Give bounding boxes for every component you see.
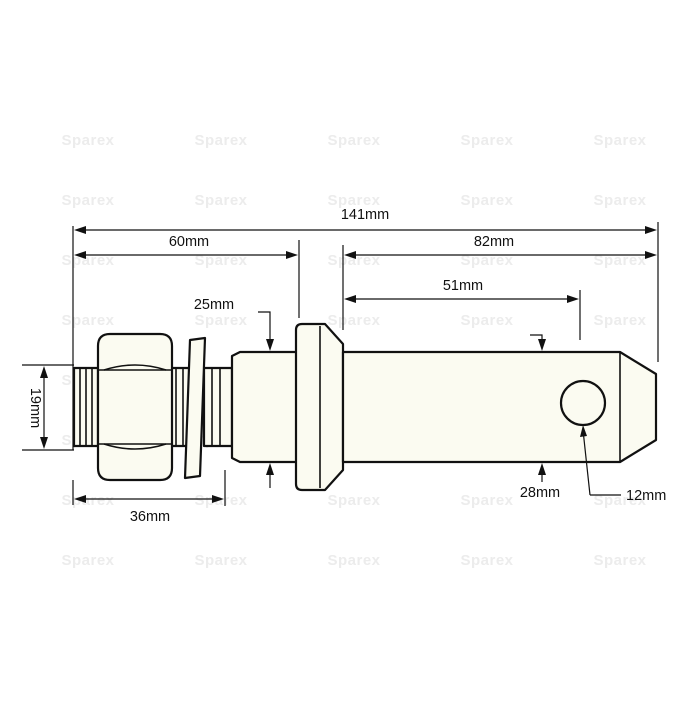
watermark-text: Sparex <box>327 132 380 149</box>
cross-hole <box>559 379 607 427</box>
watermark-text: Sparex <box>61 312 114 329</box>
watermark-text: Sparex <box>593 552 646 569</box>
pin-assembly <box>72 322 658 492</box>
watermark-text: Sparex <box>194 312 247 329</box>
watermark-text: Sparex <box>593 132 646 149</box>
watermark-text: Sparex <box>327 552 380 569</box>
watermark-text: Sparex <box>61 552 114 569</box>
dimension-lines <box>40 226 657 503</box>
watermark-text: Sparex <box>327 252 380 269</box>
watermark-text: Sparex <box>460 312 513 329</box>
label-collar-to-hole: 51mm <box>443 278 483 294</box>
label-overall-length: 141mm <box>341 207 389 223</box>
watermark-text: Sparex <box>61 132 114 149</box>
watermark-text: Sparex <box>327 192 380 209</box>
label-shank-diameter: 25mm <box>194 297 234 313</box>
pin-shank <box>230 350 301 464</box>
label-hole-diameter: 12mm <box>626 488 666 504</box>
watermark-text: Sparex <box>460 192 513 209</box>
watermark-text: Sparex <box>61 192 114 209</box>
watermark-text: Sparex <box>460 552 513 569</box>
watermark-text: Sparex <box>593 312 646 329</box>
watermark-text: Sparex <box>327 492 380 509</box>
watermark-text: Sparex <box>194 492 247 509</box>
watermark-text: Sparex <box>194 552 247 569</box>
pin-body <box>341 350 658 464</box>
watermark-text: Sparex <box>194 252 247 269</box>
watermark-text: Sparex <box>460 492 513 509</box>
threaded-section-rear <box>202 366 234 448</box>
watermark-text: Sparex <box>593 492 646 509</box>
label-head-to-collar: 60mm <box>169 234 209 250</box>
watermark-text: Sparex <box>593 192 646 209</box>
hex-nut <box>96 332 174 482</box>
thread-marks <box>79 368 93 446</box>
nut-facet-bottom <box>103 443 167 450</box>
extension-lines <box>22 222 659 506</box>
watermark-text: Sparex <box>61 252 114 269</box>
label-thread-length: 36mm <box>130 509 170 525</box>
label-thread-diameter: 19mm <box>27 388 43 428</box>
nut-facet-top <box>103 364 167 371</box>
dimension-labels: 141mm 60mm 82mm 51mm 25mm 28mm 12mm 36mm… <box>27 207 666 525</box>
watermark-text: Sparex <box>327 312 380 329</box>
watermark-text: Sparex <box>61 492 114 509</box>
leader-shank-top <box>258 311 271 343</box>
watermark-text: Sparex <box>460 252 513 269</box>
spring-washer <box>183 336 207 480</box>
label-pin-diameter: 28mm <box>520 485 560 501</box>
watermark-text: Sparex <box>593 252 646 269</box>
watermark-text: Sparex <box>194 132 247 149</box>
watermark-text: Sparex <box>460 132 513 149</box>
label-collar-to-end: 82mm <box>474 234 514 250</box>
leader-hole <box>582 429 591 496</box>
watermark-text: Sparex <box>194 192 247 209</box>
